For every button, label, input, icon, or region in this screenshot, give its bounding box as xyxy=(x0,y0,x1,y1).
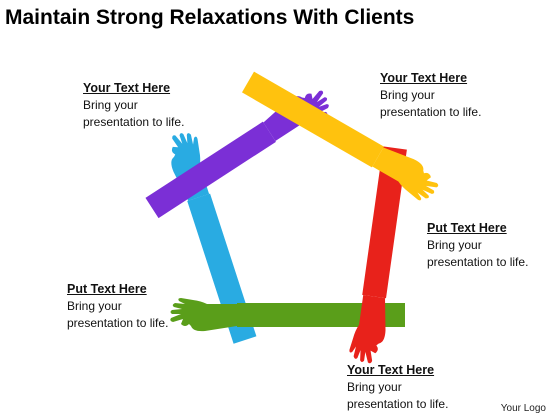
purple-arm xyxy=(145,81,335,219)
text-block-line: Bring your xyxy=(380,88,435,102)
text-block-heading: Your Text Here xyxy=(380,71,468,85)
text-block-left: Put Text Here Bring your presentation to… xyxy=(67,281,168,332)
text-block-line: presentation to life. xyxy=(347,397,449,411)
text-block-line: presentation to life. xyxy=(67,316,169,330)
text-block-top-left: Your Text Here Bring your presentation t… xyxy=(83,80,184,131)
text-block-line: presentation to life. xyxy=(427,255,529,269)
logo-text: Your Logo xyxy=(500,403,546,414)
text-block-line: presentation to life. xyxy=(83,115,185,129)
text-block-heading: Put Text Here xyxy=(67,282,147,296)
text-block-bottom-right: Your Text Here Bring your presentation t… xyxy=(347,362,448,413)
page-title: Maintain Strong Relaxations With Clients xyxy=(5,6,415,29)
red-arm xyxy=(348,146,407,365)
yellow-arm xyxy=(242,71,444,206)
text-block-top-right: Your Text Here Bring your presentation t… xyxy=(380,70,481,121)
text-block-line: Bring your xyxy=(67,299,122,313)
text-block-right: Put Text Here Bring your presentation to… xyxy=(427,220,528,271)
text-block-heading: Put Text Here xyxy=(427,221,507,235)
text-block-line: Bring your xyxy=(347,380,402,394)
text-block-line: presentation to life. xyxy=(380,105,482,119)
text-block-heading: Your Text Here xyxy=(347,363,435,377)
text-block-line: Bring your xyxy=(83,98,138,112)
text-block-line: Bring your xyxy=(427,238,482,252)
text-block-heading: Your Text Here xyxy=(83,81,171,95)
